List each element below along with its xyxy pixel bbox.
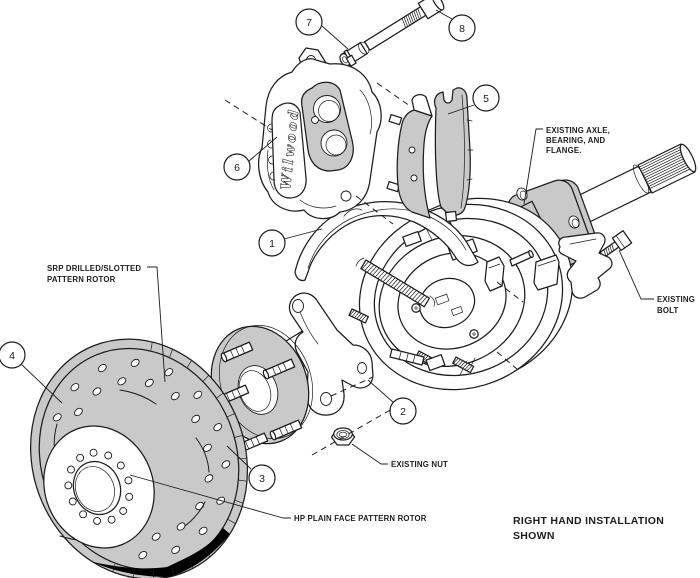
existing-bolt bbox=[599, 230, 633, 259]
axle-label-line3: FLANGE. bbox=[546, 146, 582, 155]
axle-label-line2: BEARING, AND bbox=[546, 136, 605, 145]
svg-text:1: 1 bbox=[269, 238, 275, 250]
callout-5: 5 bbox=[447, 84, 500, 115]
callout-3: 3 bbox=[226, 445, 276, 492]
rotor-rim-slots bbox=[112, 341, 248, 578]
brake-shoes-inner bbox=[397, 252, 507, 350]
callouts: 1 2 3 4 5 6 7 8 bbox=[0, 8, 500, 492]
existing-nut bbox=[330, 427, 356, 446]
bolt-threads bbox=[401, 8, 422, 29]
installation-note-line2: SHOWN bbox=[513, 530, 555, 542]
brake-rotor bbox=[29, 338, 249, 578]
svg-text:6: 6 bbox=[234, 162, 240, 174]
assembly-axis-dashes bbox=[224, 82, 524, 456]
axle-label-leader bbox=[523, 128, 543, 205]
installation-note-line1: RIGHT HAND INSTALLATION bbox=[513, 515, 664, 527]
hp-rotor-label: HP PLAIN FACE PATTERN ROTOR bbox=[294, 514, 427, 523]
callout-1: 1 bbox=[258, 228, 323, 257]
spring-left bbox=[348, 308, 369, 324]
spring-bottom-2 bbox=[452, 356, 475, 374]
return-spring-top bbox=[360, 259, 431, 308]
caliper-mount-bolt-group bbox=[339, 0, 445, 67]
svg-text:2: 2 bbox=[400, 406, 406, 418]
callout-8: 8 bbox=[435, 9, 476, 42]
svg-text:4: 4 bbox=[9, 350, 15, 362]
existing-bolt-label-line2: BOLT bbox=[657, 306, 678, 315]
bleed-screw bbox=[343, 49, 357, 67]
svg-text:3: 3 bbox=[259, 473, 265, 485]
brake-pad-rear bbox=[434, 87, 471, 217]
bolt-shaft bbox=[363, 6, 427, 51]
srp-rotor-label-line1: SRP DRILLED/SLOTTED bbox=[47, 264, 141, 273]
brake-caliper: Wilwood bbox=[258, 47, 382, 220]
hub-opening bbox=[418, 277, 476, 329]
axle-flange bbox=[210, 325, 314, 454]
nut-label-leader bbox=[351, 443, 388, 465]
piston-bore-lower bbox=[320, 129, 348, 157]
existing-bolt-label-line1: EXISTING bbox=[657, 295, 695, 304]
svg-text:5: 5 bbox=[483, 93, 489, 105]
caliper-logo-lobe bbox=[271, 102, 307, 199]
spline-tip bbox=[679, 143, 697, 173]
callout-6: 6 bbox=[223, 136, 278, 181]
hook-bracket bbox=[558, 232, 613, 299]
callout-7: 7 bbox=[295, 8, 349, 50]
brake-pad-front bbox=[396, 109, 433, 219]
piston-bore-upper bbox=[313, 95, 341, 123]
bolt-head-end bbox=[431, 0, 445, 11]
rotor-slots bbox=[53, 389, 210, 541]
hp-label-leader bbox=[129, 474, 291, 519]
parking-brake-assembly bbox=[348, 197, 613, 391]
svg-text:8: 8 bbox=[459, 23, 465, 35]
bracket-plate bbox=[288, 292, 374, 416]
svg-text:7: 7 bbox=[306, 17, 312, 29]
srp-label-leader bbox=[147, 266, 166, 383]
srp-rotor-label-line2: PATTERN ROTOR bbox=[47, 275, 116, 284]
callout-4: 4 bbox=[0, 341, 63, 404]
existing-nut-label: EXISTING NUT bbox=[391, 460, 448, 469]
text-labels: SRP DRILLED/SLOTTED PATTERN ROTOR EXISTI… bbox=[47, 126, 695, 542]
rotor-edge-shadow bbox=[93, 528, 230, 577]
brake-pads bbox=[386, 87, 474, 223]
bolt-label-leader bbox=[618, 249, 654, 300]
rotor-bolt-circle bbox=[64, 448, 134, 525]
callout-2: 2 bbox=[367, 379, 417, 425]
axle-label-line1: EXISTING AXLE, bbox=[546, 126, 610, 135]
retainer-clip bbox=[484, 256, 505, 292]
anchor-block bbox=[533, 254, 560, 291]
wheel-studs bbox=[216, 341, 303, 454]
spline-hatch bbox=[637, 144, 693, 190]
